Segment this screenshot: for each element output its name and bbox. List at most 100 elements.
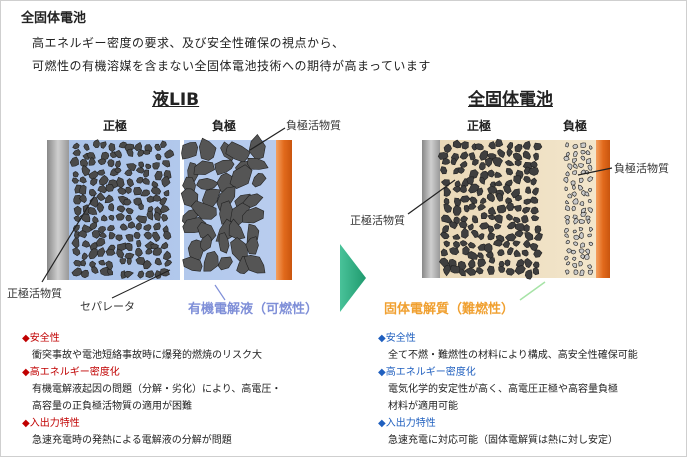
particle	[72, 171, 79, 178]
particle	[163, 189, 170, 197]
particle	[572, 170, 578, 175]
particle	[487, 169, 495, 178]
particle	[96, 192, 106, 202]
particle	[95, 237, 106, 247]
particle	[584, 191, 590, 197]
particle	[513, 175, 522, 185]
particle	[440, 179, 451, 187]
particle	[587, 269, 593, 275]
particle	[251, 172, 267, 188]
particle	[190, 200, 217, 220]
particle	[502, 240, 511, 248]
particle	[476, 187, 484, 197]
particle	[589, 226, 594, 233]
particle	[530, 177, 537, 186]
particle	[564, 215, 570, 221]
particle	[533, 232, 543, 241]
lib-cathode-material-label: 正極活物質	[7, 287, 62, 300]
particle	[135, 222, 142, 231]
particle	[530, 206, 539, 215]
particle	[514, 264, 526, 275]
particle	[587, 176, 594, 183]
particle	[580, 254, 586, 260]
particle	[152, 247, 162, 256]
lib-safety-head: ◆安全性	[22, 333, 60, 344]
particle	[116, 205, 126, 213]
particle	[484, 243, 493, 253]
particle	[587, 188, 592, 193]
particle	[142, 177, 150, 185]
particle	[564, 227, 569, 233]
particle	[108, 203, 115, 212]
ssb-energy-text: 電気化学的安定性が高く、高電圧正極や高容量負極	[388, 384, 618, 395]
particle	[91, 230, 101, 239]
particle	[514, 230, 524, 238]
particle	[98, 259, 106, 266]
particle	[125, 186, 132, 195]
particle	[565, 142, 569, 148]
particle	[565, 261, 571, 266]
particle	[162, 250, 172, 261]
particle	[107, 268, 114, 276]
particle	[478, 162, 486, 171]
particle	[524, 269, 533, 280]
particle	[81, 224, 93, 233]
lib-safety-text: 衝突事故や電池短絡事故時に爆発的燃焼のリスク大	[32, 350, 262, 361]
particle	[572, 214, 578, 219]
particle	[107, 159, 115, 168]
ssb-energy-head: ◆高エネルギー密度化	[378, 367, 476, 378]
particle	[571, 191, 577, 197]
particle	[151, 231, 161, 243]
particle	[572, 229, 577, 234]
particle	[133, 186, 143, 196]
particle	[137, 149, 145, 157]
particle	[458, 221, 468, 229]
particle	[72, 224, 80, 232]
particle	[564, 269, 570, 275]
particle	[452, 233, 461, 240]
particle	[81, 252, 89, 261]
particle	[512, 216, 521, 224]
particle	[79, 184, 87, 195]
particle	[468, 152, 476, 161]
particle	[78, 194, 87, 204]
particle	[97, 201, 105, 214]
particle	[115, 213, 125, 221]
particle	[71, 267, 83, 277]
particle	[467, 250, 479, 260]
particle	[72, 142, 80, 150]
particle	[469, 196, 478, 205]
particle	[565, 200, 570, 205]
particle	[524, 258, 533, 269]
particle	[182, 256, 203, 272]
particle	[87, 206, 98, 215]
particle	[487, 232, 495, 241]
particle	[573, 151, 578, 157]
particle	[587, 199, 592, 204]
ssb-cathode-collector	[422, 140, 440, 278]
particle	[164, 259, 173, 267]
particle	[163, 169, 172, 180]
lib-energy-text-2: 高容量の正負極活物質の適用が困難	[32, 401, 192, 412]
particle	[442, 225, 449, 233]
particle	[467, 258, 476, 269]
lib-io-text: 急速充電時の発熱による電解液の分解が問題	[32, 435, 232, 446]
particle	[143, 224, 152, 231]
ssb-title: 全固体電池	[468, 90, 553, 110]
particle	[521, 249, 529, 257]
particle	[477, 258, 487, 268]
particle	[142, 259, 152, 270]
ssb-cell	[422, 138, 610, 280]
particle	[514, 223, 526, 231]
particle	[197, 221, 217, 242]
particle	[563, 155, 570, 161]
particle	[587, 164, 593, 171]
particle	[71, 237, 80, 249]
particle	[487, 206, 497, 216]
particle	[580, 149, 586, 155]
particle	[563, 177, 569, 184]
particle	[532, 267, 540, 276]
particle	[133, 141, 143, 152]
lib-cathode-label: 正極	[103, 119, 128, 133]
particle	[504, 159, 515, 167]
